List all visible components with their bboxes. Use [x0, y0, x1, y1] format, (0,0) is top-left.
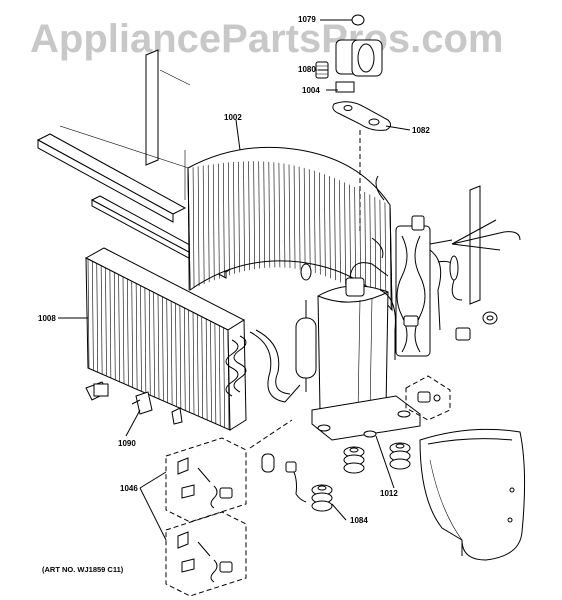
condenser-coil-1002: [187, 146, 393, 312]
callout-1046: 1046: [120, 484, 138, 493]
art-number: (ART NO. WJ1859 C11): [42, 565, 124, 574]
isolator-mount: [343, 446, 365, 474]
electrical-part-box: [405, 375, 451, 421]
wiring-kit-1046: [165, 437, 247, 597]
callout-1080: 1080: [298, 65, 316, 74]
callout-1079: 1079: [298, 15, 316, 24]
coil-tubing: [225, 329, 301, 403]
evaporator-coil-1008: [84, 247, 247, 431]
callout-1004: 1004: [302, 86, 320, 95]
isolator-mount: [311, 484, 333, 512]
small-parts-1090: [85, 381, 183, 425]
loose-fittings: [249, 419, 307, 503]
isolator-mounts-1084: [311, 442, 411, 512]
small-connectors: [403, 311, 498, 341]
callout-1082: 1082: [412, 126, 430, 135]
kit-group: [177, 531, 233, 583]
callout-1084: 1084: [350, 516, 368, 525]
kit-group: [177, 457, 233, 509]
callout-1002: 1002: [224, 113, 242, 122]
callout-1012: 1012: [380, 489, 398, 498]
valve-assembly: [371, 175, 521, 357]
watermark-text: AppliancePartsPros.com: [30, 17, 504, 61]
valve-stack: [315, 14, 392, 234]
callout-1090: 1090: [118, 439, 136, 448]
compressor-1012: [311, 262, 421, 441]
accumulator: [295, 263, 317, 392]
leader-lines: [58, 19, 411, 541]
base-shroud: [419, 428, 526, 561]
isolator-mount: [389, 442, 411, 470]
callout-1008: 1008: [38, 314, 56, 323]
